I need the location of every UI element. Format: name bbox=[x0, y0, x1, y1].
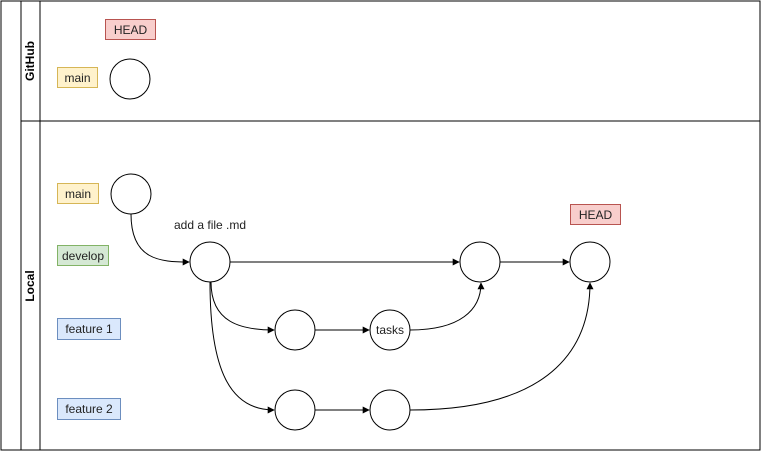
lane-label-local: Local bbox=[23, 270, 37, 301]
edge-tasks-to-develop-merge bbox=[409, 282, 485, 331]
feature2-branch-tag: feature 2 bbox=[57, 398, 121, 420]
local-head-tag: HEAD bbox=[570, 204, 621, 225]
edge-add-file-to-feature1 bbox=[210, 281, 275, 334]
edge-feature2-to-head bbox=[409, 282, 594, 411]
commit-develop-merge bbox=[459, 241, 501, 283]
commit-feature2-second bbox=[369, 389, 411, 431]
commit-head bbox=[569, 241, 611, 283]
commit-feature1 bbox=[274, 309, 316, 351]
github-main-branch-tag: main bbox=[57, 67, 98, 88]
commit-github-main bbox=[109, 58, 151, 100]
commit-feature2-first bbox=[274, 389, 316, 431]
commit-local-main bbox=[110, 173, 152, 215]
commit-tasks bbox=[369, 309, 411, 351]
commit-annotation: add a file .md bbox=[174, 218, 247, 232]
connectors bbox=[130, 213, 594, 414]
local-main-branch-tag: main bbox=[57, 183, 99, 204]
lane-label-github: GitHub bbox=[23, 41, 37, 81]
commit-tasks-label: tasks bbox=[376, 323, 404, 337]
edge-add-file-to-feature2 bbox=[209, 281, 275, 414]
commit-add-file bbox=[189, 241, 231, 283]
github-head-tag: HEAD bbox=[105, 19, 156, 40]
edge-main-to-add-file bbox=[130, 213, 190, 266]
feature1-branch-tag: feature 1 bbox=[57, 318, 121, 340]
develop-branch-tag: develop bbox=[57, 245, 109, 266]
